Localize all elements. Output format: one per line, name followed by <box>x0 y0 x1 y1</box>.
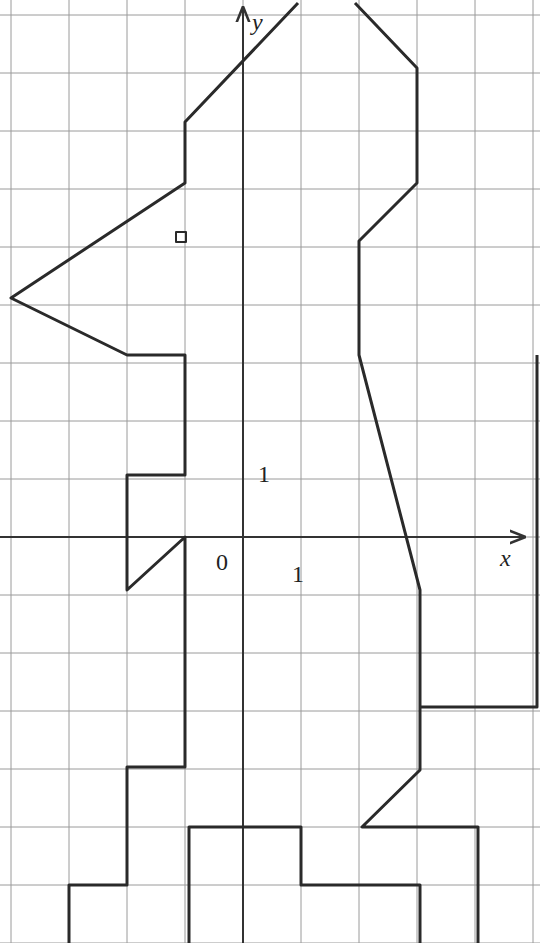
grid-line <box>475 0 476 943</box>
axis-name: x <box>500 546 511 570</box>
y-axis <box>242 8 244 943</box>
right-outline <box>355 3 478 943</box>
figure-outline <box>11 3 537 943</box>
grid-line <box>0 711 540 712</box>
grid-line <box>0 421 540 422</box>
grid-line <box>0 769 540 770</box>
grid-line <box>0 363 540 364</box>
grid-line <box>359 0 360 943</box>
axes <box>0 8 524 943</box>
origin-label: 0 <box>216 550 228 574</box>
grid-line <box>243 0 244 943</box>
grid-line <box>301 0 302 943</box>
eye-square <box>176 232 186 242</box>
grid-line <box>0 537 540 538</box>
grid-line <box>533 0 534 943</box>
grid-line <box>11 0 12 943</box>
grid-line <box>0 479 540 480</box>
grid-line <box>0 131 540 132</box>
grid-line <box>0 595 540 596</box>
unit-mark: 1 <box>292 562 304 586</box>
grid-line <box>0 653 540 654</box>
grid-line <box>0 305 540 306</box>
x-axis <box>0 536 524 538</box>
left-outline <box>11 3 298 943</box>
grid-line <box>0 189 540 190</box>
grid-line <box>0 73 540 74</box>
grid-line <box>69 0 70 943</box>
feet-outline <box>189 827 420 943</box>
axis-name: y <box>252 10 263 34</box>
unit-mark: 1 <box>258 462 270 486</box>
tail-outline <box>420 355 537 707</box>
grid-line <box>0 247 540 248</box>
grid-line <box>0 15 540 16</box>
